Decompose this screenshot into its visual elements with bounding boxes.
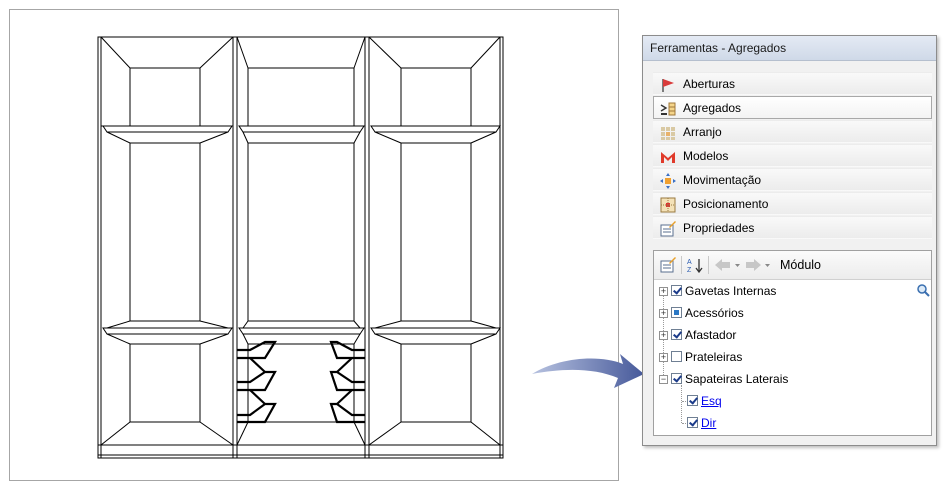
panel-title: Ferramentas - Agregados bbox=[643, 36, 936, 61]
menu-item-label: Propriedades bbox=[683, 221, 755, 235]
menu-item-posicionamento[interactable]: Posicionamento bbox=[653, 192, 932, 215]
svg-text:A: A bbox=[687, 259, 692, 266]
tree-item-label: Sapateiras Laterais bbox=[685, 372, 789, 386]
chevron-down-icon[interactable] bbox=[764, 257, 771, 273]
svg-text:Z: Z bbox=[687, 267, 692, 273]
menu-item-label: Modelos bbox=[683, 149, 729, 163]
menu-item-label: Movimentação bbox=[683, 173, 762, 187]
shoe-rack-left bbox=[237, 340, 277, 424]
tree-item-label: Gavetas Internas bbox=[685, 284, 777, 298]
bay-right bbox=[368, 36, 501, 446]
tree-item-link[interactable]: Dir bbox=[701, 416, 717, 430]
shoe-rack-right bbox=[329, 340, 365, 424]
expand-icon[interactable]: + bbox=[659, 352, 668, 362]
search-icon[interactable] bbox=[916, 283, 930, 297]
grid-icon bbox=[661, 127, 675, 140]
tree-item-link[interactable]: Esq bbox=[701, 394, 722, 408]
back-arrow-icon[interactable] bbox=[714, 257, 732, 273]
tree-line bbox=[682, 401, 688, 402]
tree-item-label: Prateleiras bbox=[685, 350, 743, 364]
bay-left bbox=[100, 36, 234, 446]
menu-item-propriedades[interactable]: Propriedades bbox=[653, 216, 932, 239]
bay-middle bbox=[236, 36, 366, 446]
properties-icon bbox=[660, 221, 676, 237]
menu-item-label: Agregados bbox=[683, 101, 742, 115]
tree-toolbar: A Z Módulo bbox=[654, 251, 931, 280]
toolbar-separator bbox=[708, 256, 709, 274]
tree-line bbox=[681, 385, 682, 423]
wardrobe-drawing bbox=[97, 36, 504, 459]
checkbox[interactable] bbox=[671, 373, 682, 384]
position-icon bbox=[660, 197, 676, 213]
expand-icon[interactable]: + bbox=[659, 286, 668, 296]
pointer-arrow bbox=[532, 354, 644, 388]
wardrobe-outline bbox=[97, 36, 504, 459]
menu-item-movimentacao[interactable]: Movimentação bbox=[653, 168, 932, 191]
expand-icon[interactable]: + bbox=[659, 308, 668, 318]
drawing-canvas[interactable] bbox=[9, 9, 619, 481]
tree-item-label: Afastador bbox=[685, 328, 737, 342]
module-tree-panel: A Z Módulo bbox=[653, 250, 932, 436]
checkbox[interactable] bbox=[687, 395, 698, 406]
checkbox[interactable] bbox=[671, 351, 682, 362]
aggregate-icon bbox=[660, 102, 676, 116]
tools-panel: Ferramentas - Agregados Aberturas Agrega… bbox=[642, 35, 937, 446]
checkbox[interactable] bbox=[671, 307, 682, 318]
toolbar-separator bbox=[681, 256, 682, 274]
menu-item-agregados[interactable]: Agregados bbox=[653, 96, 932, 119]
move-icon bbox=[660, 173, 676, 189]
vertical-dividers bbox=[232, 37, 370, 458]
forward-arrow-icon[interactable] bbox=[744, 257, 762, 273]
expand-icon[interactable]: + bbox=[659, 330, 668, 340]
menu-item-aberturas[interactable]: Aberturas bbox=[653, 72, 932, 95]
collapse-icon[interactable]: − bbox=[659, 374, 668, 384]
menu-item-label: Aberturas bbox=[683, 77, 736, 91]
menu-item-label: Posicionamento bbox=[683, 197, 769, 211]
menu-item-arranjo[interactable]: Arranjo bbox=[653, 120, 932, 143]
tool-menu: Aberturas Agregados Arranjo M bbox=[653, 72, 932, 240]
sort-az-icon[interactable]: A Z bbox=[687, 257, 703, 273]
tree-item-label: Acessórios bbox=[685, 306, 744, 320]
checkbox[interactable] bbox=[671, 285, 682, 296]
models-m-icon bbox=[661, 152, 675, 163]
tree-line bbox=[682, 423, 688, 424]
flag-icon bbox=[662, 79, 674, 92]
menu-item-modelos[interactable]: Modelos bbox=[653, 144, 932, 167]
module-label: Módulo bbox=[780, 258, 821, 272]
checkbox[interactable] bbox=[687, 417, 698, 428]
menu-item-label: Arranjo bbox=[683, 125, 722, 139]
chevron-down-icon[interactable] bbox=[734, 257, 741, 273]
checkbox[interactable] bbox=[671, 329, 682, 340]
properties-icon[interactable] bbox=[660, 257, 676, 273]
